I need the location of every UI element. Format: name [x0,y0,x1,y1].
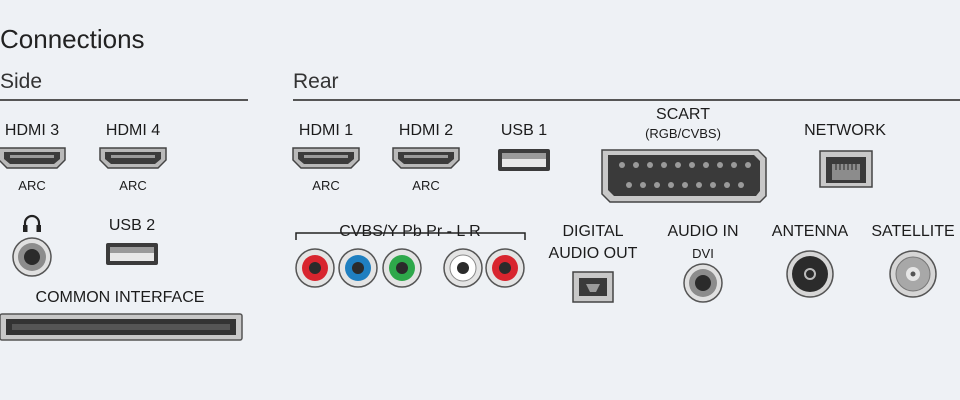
hdmi3-label: HDMI 3 [4,122,60,139]
hdmi3-port [0,147,66,169]
hdmi2-port [392,147,460,169]
side-divider [0,99,248,101]
rca-green [382,248,422,288]
rca-red-1 [295,248,335,288]
hdmi4-arc-label: ARC [119,178,147,193]
audio-in-dvi-label: DVI [692,246,714,261]
digital-audio-out-label-2: AUDIO OUT [548,245,638,262]
satellite-label: SATELLITE [871,223,955,240]
audio-in-label: AUDIO IN [667,223,739,240]
network-label: NETWORK [804,122,886,139]
network-port [819,150,873,188]
hdmi2-label: HDMI 2 [398,122,454,139]
hdmi3-arc-label: ARC [18,178,46,193]
hdmi4-label: HDMI 4 [105,122,161,139]
component-audio-label: CVBS/Y Pb Pr - L R [335,221,485,243]
hdmi2-arc-label: ARC [412,178,440,193]
headphone-jack [12,237,52,277]
scart-sub-label: (RGB/CVBS) [645,126,721,141]
common-interface-label: COMMON INTERFACE [35,289,205,306]
usb1-label: USB 1 [500,122,548,139]
hdmi1-port [292,147,360,169]
rca-blue [338,248,378,288]
rca-red-2 [485,248,525,288]
hdmi1-label: HDMI 1 [298,122,354,139]
usb2-label: USB 2 [108,217,156,234]
component-bracket [295,232,526,240]
hdmi4-port [99,147,167,169]
audio-in-jack [683,263,723,303]
antenna-label: ANTENNA [771,223,849,240]
hdmi1-arc-label: ARC [312,178,340,193]
scart-label: SCART [656,106,710,123]
usb1-port [498,149,550,171]
section-side-title: Side [0,70,43,93]
antenna-port [786,250,834,298]
common-interface-slot [0,313,243,341]
satellite-port [889,250,937,298]
digital-audio-out-label-1: DIGITAL [562,223,624,240]
rear-divider [293,99,960,101]
headphones-icon [23,214,41,232]
usb2-port [106,243,158,265]
section-rear-title: Rear [293,70,339,93]
rca-white [443,248,483,288]
optical-port [572,271,614,303]
page-title: Connections [0,24,145,54]
scart-port [601,149,767,203]
